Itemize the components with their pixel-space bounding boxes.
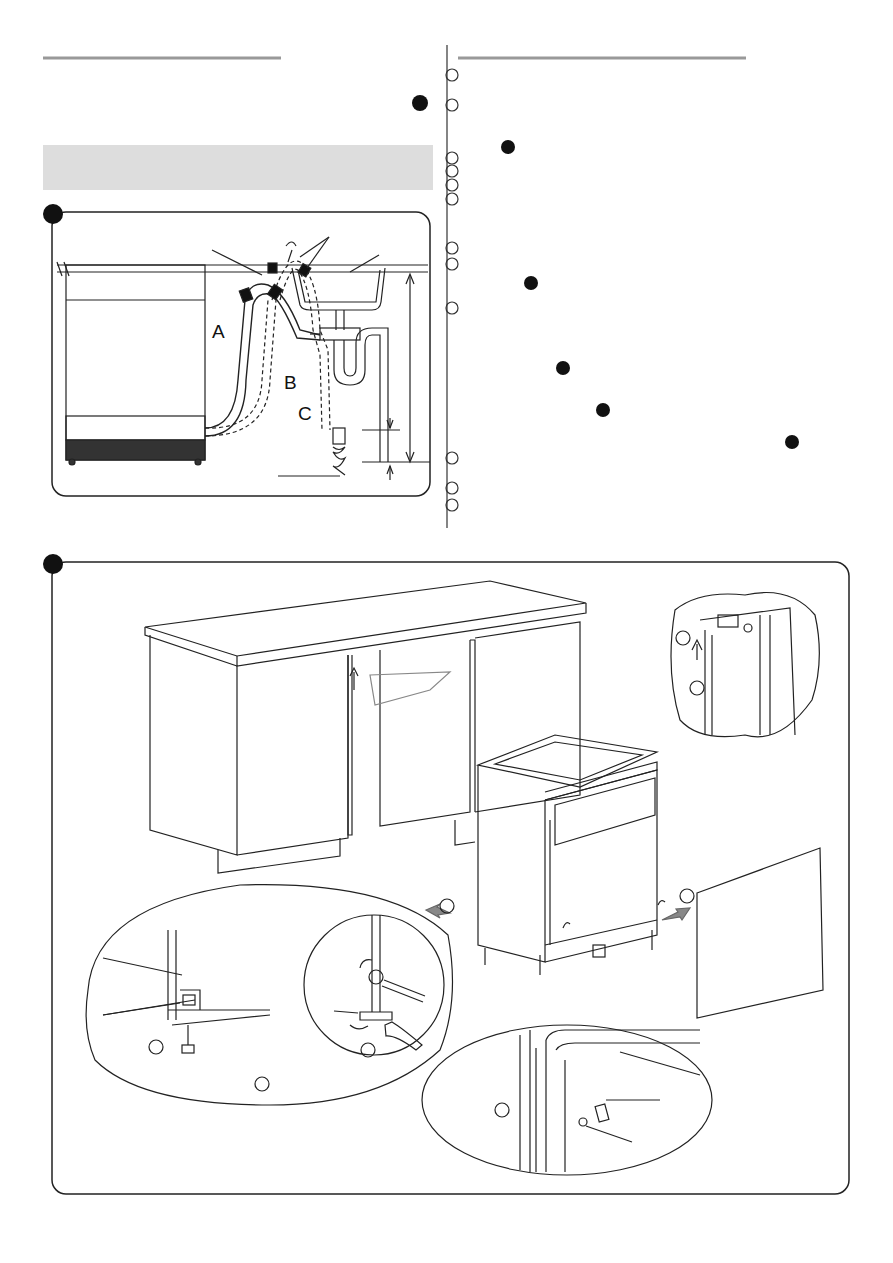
- note-band: [43, 145, 433, 190]
- ref-markers: [501, 140, 799, 449]
- detail-door-fixing: [422, 1025, 712, 1175]
- dishwasher: [66, 265, 205, 465]
- detail-foot: [86, 885, 452, 1105]
- detail-top-hinge: [671, 593, 819, 737]
- drain-hoses: [205, 242, 345, 475]
- figure-frame: [52, 562, 849, 1194]
- kitchen-cabinet: [145, 581, 586, 873]
- sink-and-trap: [292, 268, 388, 462]
- worktop: [57, 262, 428, 276]
- dishwasher-unit: [478, 735, 665, 975]
- step-circle: [680, 889, 694, 903]
- figure-marker: [43, 204, 63, 224]
- part-letter: B: [283, 373, 298, 392]
- dimension-lines: [362, 274, 430, 480]
- direction-arrows: [426, 904, 690, 920]
- part-letter: C: [297, 404, 313, 423]
- figure-marker: [43, 554, 63, 574]
- ref-marker: [412, 95, 428, 111]
- heading-rule: [458, 57, 746, 60]
- part-letter: A: [211, 322, 226, 341]
- step-circles: [446, 69, 458, 511]
- door-panel: [697, 848, 823, 1018]
- detail-adjust-foot: [304, 915, 444, 1057]
- step-circle: [440, 899, 454, 913]
- leader-lines: [212, 237, 379, 476]
- figure-frame: [52, 212, 430, 496]
- heading-rule: [43, 57, 281, 60]
